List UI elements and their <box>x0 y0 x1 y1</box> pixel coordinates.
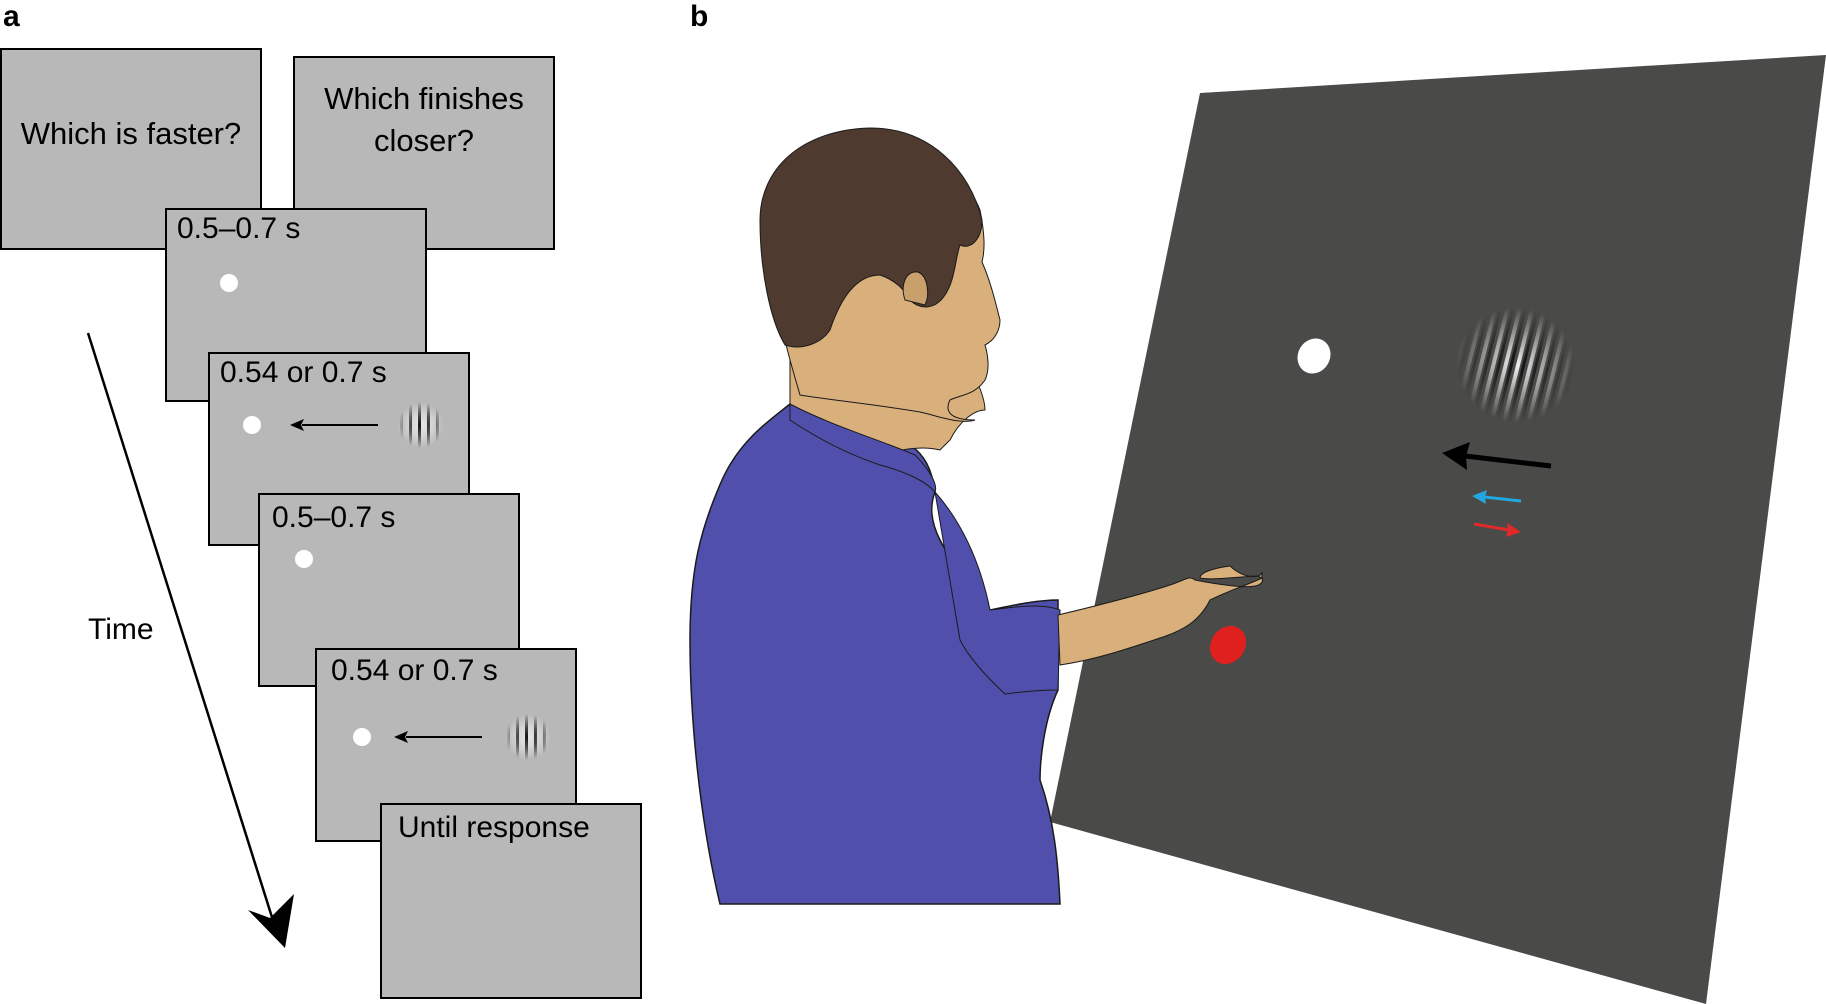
frame-label: 0.5–0.7 s <box>272 501 396 534</box>
red-arrow-icon <box>1473 522 1521 537</box>
motion-arrow-icon <box>290 419 378 431</box>
blue-arrow-icon <box>1472 490 1522 504</box>
gabor-stimulus <box>495 704 561 770</box>
question-closer-text: Which finishes closer? <box>324 81 524 158</box>
fixation-dot <box>220 274 238 292</box>
question-faster-text: Which is faster? <box>20 116 242 151</box>
person-sleeve <box>934 490 1061 695</box>
gabor-stimulus <box>388 392 454 458</box>
display-screen <box>1050 55 1826 1004</box>
person-collar <box>789 403 937 493</box>
fixation-dot <box>295 550 313 568</box>
panel-a-letter: a <box>3 0 20 33</box>
screen-motion-arrow-icon <box>1442 442 1552 470</box>
frame-response: Until response <box>380 803 642 999</box>
screen-gabor-stimulus <box>1443 294 1589 436</box>
panel-b-letter: b <box>690 0 709 33</box>
time-label: Time <box>88 613 154 646</box>
frame-label: 0.54 or 0.7 s <box>220 356 387 389</box>
frame-label: 0.5–0.7 s <box>177 212 301 245</box>
motion-arrow-icon <box>394 731 482 743</box>
frame-label: Until response <box>398 811 590 844</box>
fixation-dot <box>243 416 261 434</box>
frame-label: 0.54 or 0.7 s <box>331 654 498 687</box>
fixation-dot <box>353 728 371 746</box>
red-touch-target <box>1209 625 1247 665</box>
person-pointing-arm <box>1057 565 1263 666</box>
person-ear <box>902 271 929 306</box>
screen-fixation-dot <box>1297 338 1331 374</box>
